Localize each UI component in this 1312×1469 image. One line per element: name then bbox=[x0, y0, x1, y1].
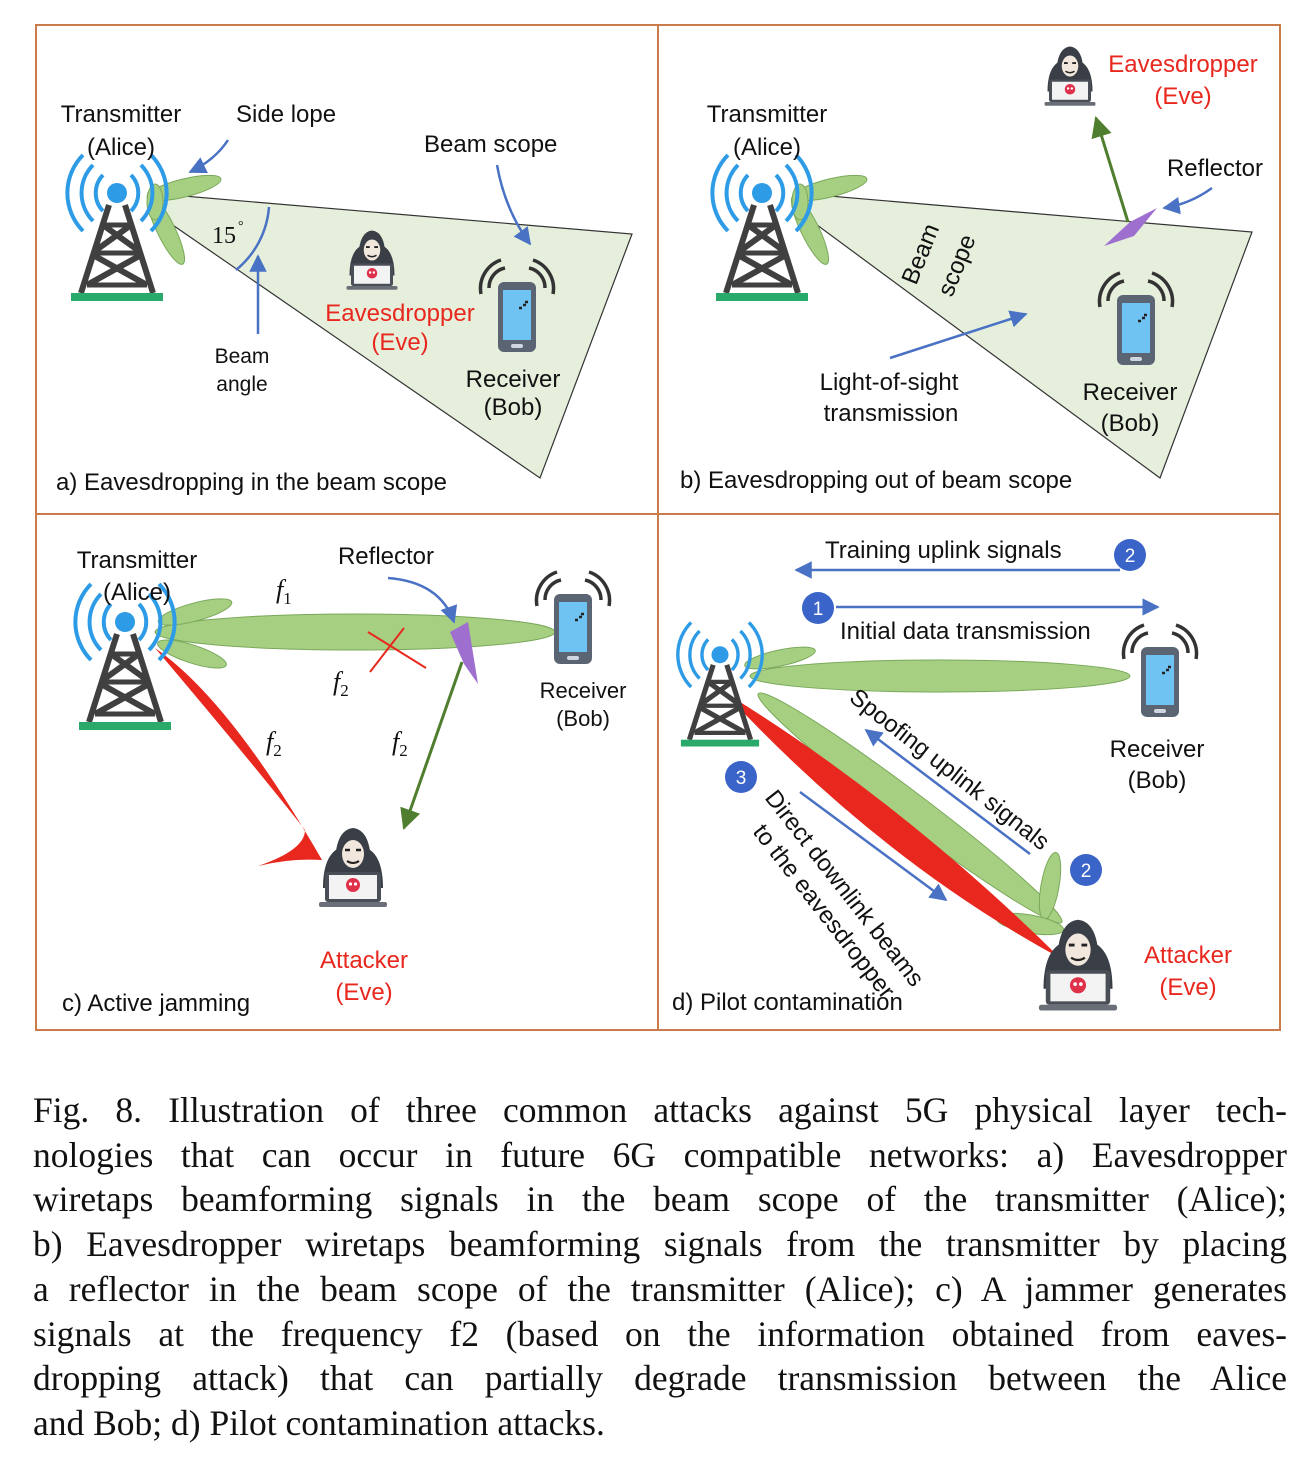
caption-line: wiretaps beamforming signals in the beam… bbox=[33, 1179, 1287, 1220]
attacker-label: Attacker bbox=[1144, 942, 1232, 969]
panel-c: Transmitter (Alice) Reflector Receiver (… bbox=[62, 543, 626, 1017]
step-badges: 1 2 2 3 bbox=[725, 539, 1146, 886]
panel-d-caption: d) Pilot contamination bbox=[672, 989, 903, 1016]
training-uplink-label: Training uplink signals bbox=[825, 537, 1062, 564]
badge-2: 2 bbox=[1081, 861, 1092, 882]
bob-label: (Bob) bbox=[1101, 410, 1160, 437]
side-lope-label: Side lope bbox=[236, 101, 336, 128]
badge-1: 1 bbox=[813, 599, 824, 620]
tower-icon bbox=[712, 155, 811, 301]
svg-text:f2: f2 bbox=[333, 667, 349, 700]
caption-line: signals at the frequency f2 (based on th… bbox=[33, 1313, 1287, 1354]
caption-line: b) Eavesdropper wiretaps beamforming sig… bbox=[33, 1224, 1287, 1265]
eve-sub-label: (Eve) bbox=[1154, 83, 1211, 110]
badge-2: 2 bbox=[1125, 546, 1136, 567]
bob-label: (Bob) bbox=[1128, 767, 1187, 794]
caption-line: dropping attack) that can partially degr… bbox=[33, 1358, 1287, 1399]
direct-downlink-beam bbox=[724, 692, 1060, 958]
reflector-icon bbox=[450, 622, 478, 684]
bob-label: (Bob) bbox=[484, 394, 543, 421]
f1-sub: 1 bbox=[283, 589, 292, 608]
transmitter-label: Transmitter bbox=[707, 101, 827, 128]
eve-label: Eavesdropper bbox=[1108, 51, 1257, 78]
transmitter-label: Transmitter bbox=[61, 101, 181, 128]
jamming-beam bbox=[155, 648, 322, 866]
reflector-icon bbox=[1104, 208, 1157, 246]
hacker-icon bbox=[317, 826, 389, 909]
phone-icon bbox=[534, 570, 612, 666]
alice-label: (Alice) bbox=[733, 134, 801, 161]
badge-3: 3 bbox=[736, 768, 747, 789]
f2-sub: 2 bbox=[273, 741, 282, 760]
eve-sub-label: (Eve) bbox=[371, 329, 428, 356]
panel-borders bbox=[35, 24, 1281, 1031]
attacker-label: Attacker bbox=[320, 947, 408, 974]
svg-text:f1: f1 bbox=[276, 575, 292, 608]
svg-text:f2: f2 bbox=[392, 727, 408, 760]
hacker-icon bbox=[1043, 45, 1097, 107]
alice-label: (Alice) bbox=[87, 134, 155, 161]
beam-label: Beam bbox=[215, 345, 270, 368]
caption-line: and Bob; d) Pilot contamination attacks. bbox=[33, 1402, 605, 1443]
figure-caption: Fig. 8. Illustration of three common att… bbox=[33, 1088, 1287, 1446]
svg-text:f2: f2 bbox=[266, 727, 282, 760]
reflector-label: Reflector bbox=[338, 543, 434, 570]
caption-line: nologies that can occur in future 6G com… bbox=[33, 1134, 1287, 1175]
panel-a: Transmitter (Alice) Side lope Beam scope… bbox=[56, 101, 633, 496]
caption-line: Fig. 8. Illustration of three common att… bbox=[33, 1090, 1287, 1130]
f2-label: f bbox=[333, 667, 344, 696]
beam-lobes-d bbox=[744, 646, 1131, 936]
f2-sub: 2 bbox=[340, 681, 349, 700]
bob-label: (Bob) bbox=[556, 706, 610, 731]
receiver-label: Receiver bbox=[1083, 379, 1178, 406]
reflector-label: Reflector bbox=[1167, 155, 1263, 182]
angle-value: 15 bbox=[212, 223, 236, 249]
eve-label: (Eve) bbox=[335, 979, 392, 1006]
receiver-label: Receiver bbox=[1110, 736, 1205, 763]
phone-icon bbox=[1121, 623, 1199, 719]
tower-icon bbox=[67, 155, 166, 301]
panel-a-caption: a) Eavesdropping in the beam scope bbox=[56, 469, 447, 496]
initial-data-label: Initial data transmission bbox=[840, 618, 1091, 645]
beam-lobes-c bbox=[154, 598, 556, 669]
panel-d: 1 2 2 3 Training uplink signals Initial … bbox=[672, 537, 1232, 1016]
frequency-labels: f1 f2 f2 f2 bbox=[266, 575, 408, 760]
los-label: Light-of-sight bbox=[820, 369, 959, 396]
angle-unit: ° bbox=[238, 219, 244, 234]
angle-label: angle bbox=[216, 373, 267, 396]
panel-b-caption: b) Eavesdropping out of beam scope bbox=[680, 467, 1072, 494]
panel-b: Transmitter (Alice) Eavesdropper (Eve) R… bbox=[680, 45, 1263, 494]
f2-label: f bbox=[392, 727, 403, 756]
figure-diagram: Transmitter (Alice) Side lope Beam scope… bbox=[35, 24, 1281, 1031]
receiver-label: Receiver bbox=[540, 678, 627, 703]
f1-label: f bbox=[276, 575, 287, 604]
f2-sub: 2 bbox=[399, 741, 408, 760]
receiver-label: Receiver bbox=[466, 366, 561, 393]
caption-line: a reflector in the beam scope of the tra… bbox=[33, 1268, 1287, 1309]
beam-scope-label: Beam scope bbox=[424, 131, 557, 158]
f2-label: f bbox=[266, 727, 277, 756]
eve-label: Eavesdropper bbox=[325, 300, 474, 327]
alice-label: (Alice) bbox=[103, 579, 171, 606]
transmission-label: transmission bbox=[824, 400, 959, 427]
transmitter-label: Transmitter bbox=[77, 547, 197, 574]
panel-c-caption: c) Active jamming bbox=[62, 990, 250, 1017]
tower-icon bbox=[678, 622, 762, 746]
eve-label: (Eve) bbox=[1159, 974, 1216, 1001]
